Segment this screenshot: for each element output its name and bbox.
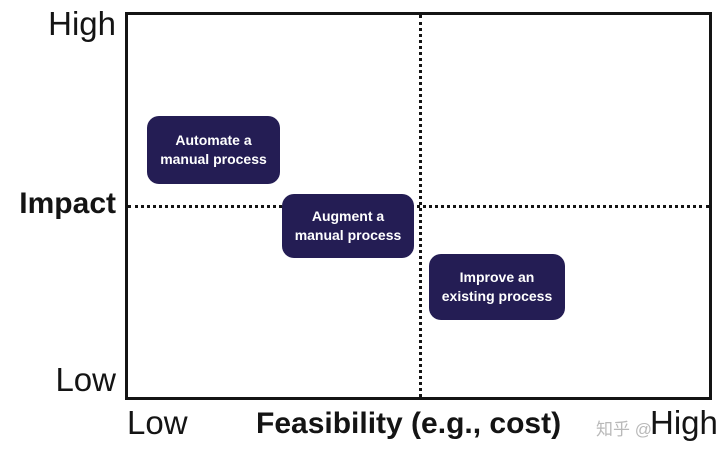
- node-label-line: existing process: [441, 288, 553, 304]
- node-label-line: Augment a: [311, 208, 385, 224]
- node-label-line: Automate a: [175, 132, 252, 148]
- node-automate-manual-process: Automate a manual process: [147, 116, 280, 184]
- node-improve-existing-process: Improve an existing process: [429, 254, 565, 320]
- x-tick-high: High: [650, 404, 718, 441]
- node-label-line: manual process: [294, 227, 402, 243]
- zhihu-watermark: 知乎 @: [596, 420, 652, 439]
- y-tick-high: High: [48, 5, 116, 42]
- plot-area: Automate a manual process Augment a manu…: [125, 12, 712, 400]
- y-tick-low: Low: [55, 361, 116, 398]
- y-axis-title: Impact: [19, 187, 116, 220]
- x-tick-low: Low: [127, 404, 188, 441]
- x-axis-title: Feasibility (e.g., cost): [256, 407, 562, 440]
- node-augment-manual-process: Augment a manual process: [282, 194, 414, 258]
- horizontal-reference-line: [128, 205, 709, 208]
- node-label-line: manual process: [160, 151, 267, 167]
- node-label-line: Improve an: [459, 269, 535, 285]
